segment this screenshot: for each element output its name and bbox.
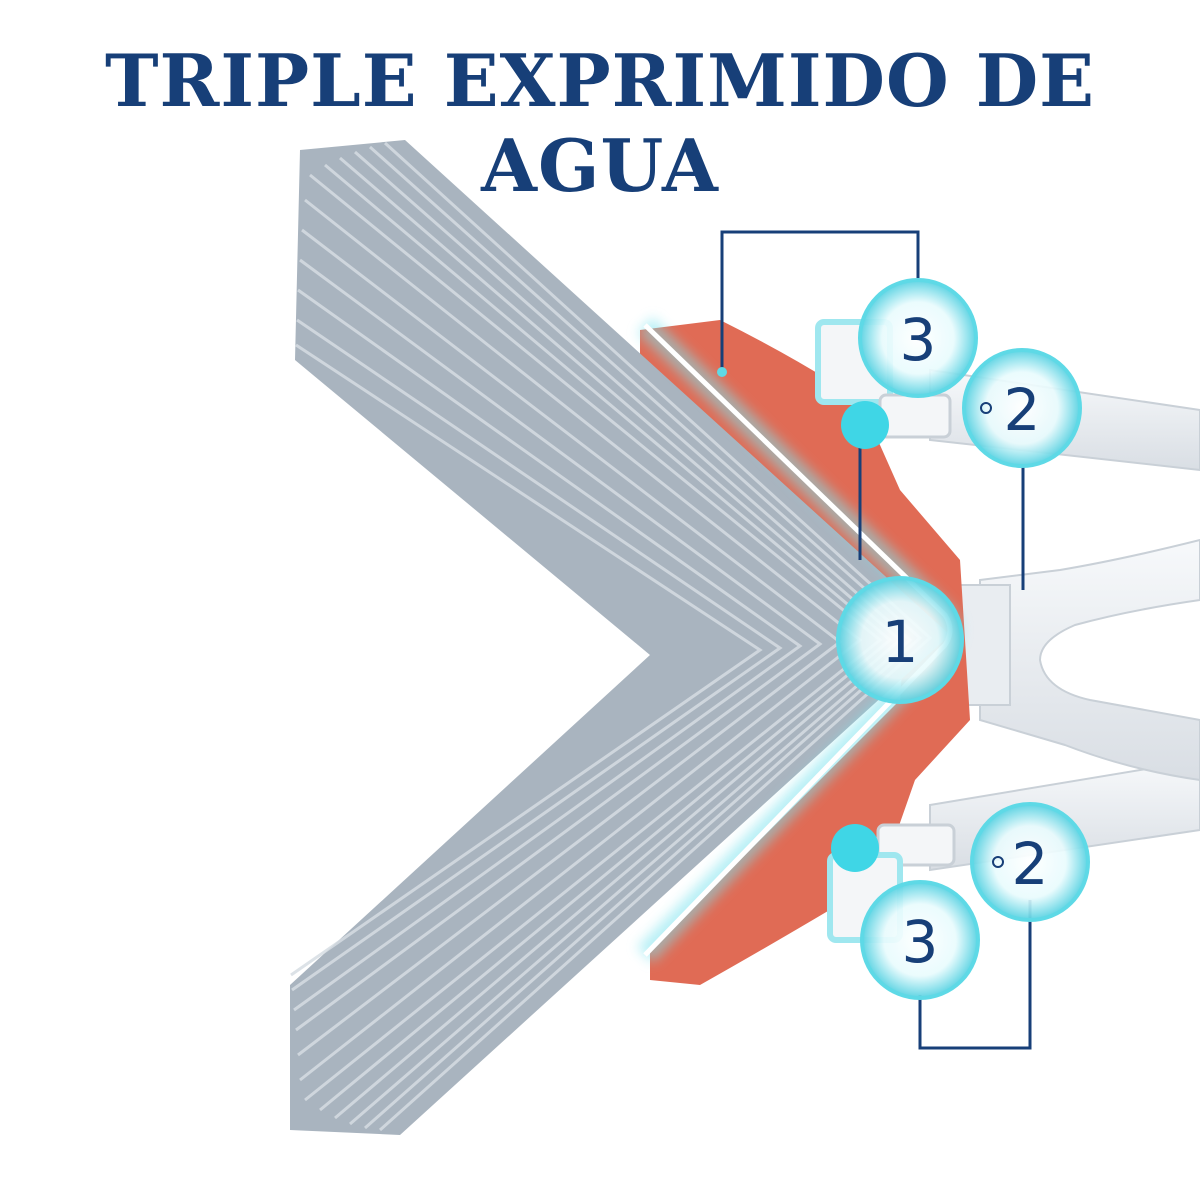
callout-dot bbox=[717, 367, 727, 377]
badge-lower-2-label: 2 bbox=[1012, 830, 1049, 898]
pressure-point-upper bbox=[841, 401, 889, 449]
badge-upper-3: 3 bbox=[858, 278, 978, 398]
badge-lower-3-label: 3 bbox=[902, 908, 939, 976]
callout-lines bbox=[720, 230, 1032, 1050]
badge-upper-2: 2 bbox=[962, 348, 1082, 468]
small-ring-icon bbox=[992, 856, 1004, 868]
badge-lower-3: 3 bbox=[860, 880, 980, 1000]
pressure-point-lower bbox=[831, 824, 879, 872]
badge-upper-2-label: 2 bbox=[1004, 376, 1041, 444]
clamp-plate bbox=[640, 320, 970, 985]
badge-upper-3-label: 3 bbox=[900, 306, 937, 374]
headline-title: TRIPLE EXPRIMIDO DE AGUA bbox=[104, 38, 1096, 208]
badge-1-label: 1 bbox=[882, 608, 919, 676]
badge-1: 1 bbox=[836, 576, 964, 704]
small-ring-icon bbox=[980, 402, 992, 414]
badge-lower-2: 2 bbox=[970, 802, 1090, 922]
